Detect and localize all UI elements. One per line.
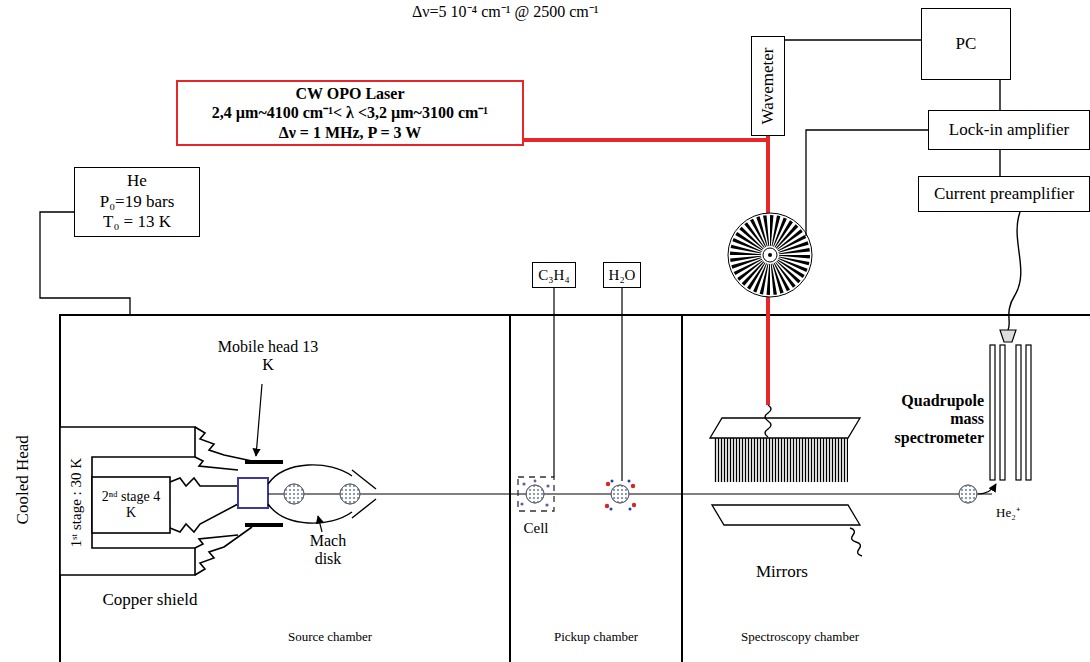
node-text: PC — [956, 34, 977, 54]
node-text: Δν = 1 MHz, P = 3 W — [279, 123, 422, 142]
part-label: 2ⁿᵈ stage 4 K — [98, 489, 164, 521]
signal-cable — [999, 80, 1000, 110]
reference-cable — [806, 130, 928, 236]
part-label: Mobile head 13 K — [212, 338, 324, 375]
computer-box: PC — [921, 8, 1011, 80]
gas-box: C₃H₄ — [532, 262, 575, 288]
node-text: CW OPO Laser — [295, 84, 404, 103]
cluster — [284, 484, 977, 504]
gas-supply-box: HeP₀=19 barsT₀ = 13 K — [74, 167, 200, 236]
node-text: P₀=19 bars — [100, 192, 175, 212]
multipass-mirrors — [710, 418, 860, 525]
node-text: Current preamplifier — [934, 184, 1074, 204]
c3h4-molecules — [520, 480, 549, 507]
signal-cable — [999, 150, 1000, 176]
node-text: Lock-in amplifier — [949, 120, 1069, 140]
node-text: T₀ = 13 K — [103, 212, 171, 232]
instrument-box: Wavemeter — [751, 36, 785, 136]
water-molecules — [605, 480, 636, 511]
leader-line — [318, 516, 322, 532]
part-label: Cooled Head — [12, 435, 32, 524]
part-label: Source chamber — [288, 630, 372, 645]
part-label: Mirrors — [756, 562, 808, 582]
node-text: 2,4 µm~4100 cm⁻¹< λ <3,2 µm~3100 cm⁻¹ — [212, 103, 488, 122]
part-label: Quadrupole mass spectrometer — [870, 392, 984, 447]
part-label: Δν=5 10⁻⁴ cm⁻¹ @ 2500 cm⁻¹ — [412, 3, 599, 21]
laser-beam — [524, 136, 768, 140]
gas-box: H₂O — [603, 262, 642, 288]
signal-cable — [1008, 212, 1021, 330]
node-text: H₂O — [609, 266, 636, 284]
quadrupole-rods — [990, 330, 1031, 480]
cold-head — [60, 427, 268, 575]
part-label: Cell — [524, 520, 549, 537]
leader-line — [256, 384, 262, 456]
part-label: 1ˢᵗ stage : 30 K — [68, 457, 85, 546]
instrument-box: Lock-in amplifier — [928, 110, 1090, 150]
node-text: C₃H₄ — [538, 266, 569, 284]
instrument-box: Current preamplifier — [918, 176, 1090, 212]
part-label: Spectroscopy chamber — [741, 630, 859, 645]
gas-line — [621, 288, 622, 481]
node-text: Wavemeter — [758, 48, 778, 125]
beam-axis — [268, 494, 992, 495]
gas-line — [553, 288, 554, 477]
chamber-walls — [60, 315, 1090, 662]
chopper-wheel — [728, 213, 812, 297]
node-text: He — [127, 171, 147, 191]
ion-path — [978, 484, 996, 494]
pickup-cell — [518, 477, 554, 511]
laser-box: CW OPO Laser2,4 µm~4100 cm⁻¹< λ <3,2 µm~… — [176, 80, 524, 146]
beam-out — [850, 528, 862, 556]
part-label: He₂⁺ — [996, 506, 1020, 521]
beam-in — [765, 405, 771, 437]
signal-cable — [785, 39, 921, 40]
part-label: Copper shield — [103, 590, 198, 610]
part-label: Pickup chamber — [554, 630, 638, 645]
part-label: Mach disk — [297, 532, 359, 569]
